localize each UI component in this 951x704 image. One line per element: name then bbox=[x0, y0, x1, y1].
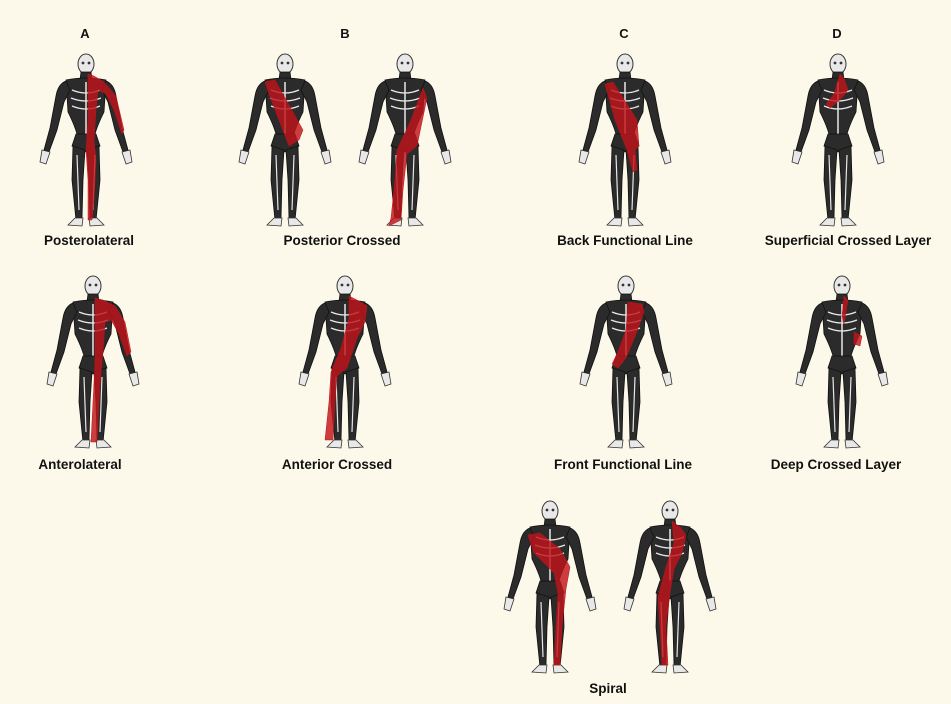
caption-superficial-crossed-layer: Superficial Crossed Layer bbox=[728, 233, 951, 248]
figure-superficial-crossed bbox=[778, 50, 898, 235]
caption-back-functional-line: Back Functional Line bbox=[505, 233, 745, 248]
figure-spiral-2-svg bbox=[610, 497, 730, 682]
figure-back-functional-svg bbox=[565, 50, 685, 235]
figure-posterior-crossed-2-svg bbox=[345, 50, 465, 235]
caption-spiral: Spiral bbox=[488, 681, 728, 696]
column-label-d: D bbox=[822, 26, 852, 41]
caption-posterolateral: Posterolateral bbox=[0, 233, 209, 248]
figure-posterior-crossed-1 bbox=[225, 50, 345, 235]
figure-spiral-2 bbox=[610, 497, 730, 682]
figure-anterior-crossed bbox=[285, 272, 405, 457]
figure-front-functional bbox=[566, 272, 686, 457]
caption-deep-crossed-layer: Deep Crossed Layer bbox=[716, 457, 951, 472]
caption-anterior-crossed: Anterior Crossed bbox=[217, 457, 457, 472]
figure-posterolateral-svg bbox=[26, 50, 146, 235]
figure-deep-crossed bbox=[782, 272, 902, 457]
figure-anterior-crossed-svg bbox=[285, 272, 405, 457]
column-label-b: B bbox=[330, 26, 360, 41]
figure-superficial-crossed-svg bbox=[778, 50, 898, 235]
caption-posterior-crossed: Posterior Crossed bbox=[222, 233, 462, 248]
figure-spiral-1 bbox=[490, 497, 610, 682]
caption-front-functional-line: Front Functional Line bbox=[503, 457, 743, 472]
figure-front-functional-svg bbox=[566, 272, 686, 457]
figure-posterior-crossed-1-svg bbox=[225, 50, 345, 235]
column-label-c: C bbox=[609, 26, 639, 41]
figure-back-functional bbox=[565, 50, 685, 235]
figure-posterolateral bbox=[26, 50, 146, 235]
caption-anterolateral: Anterolateral bbox=[0, 457, 200, 472]
figure-deep-crossed-svg bbox=[782, 272, 902, 457]
figure-spiral-1-svg bbox=[490, 497, 610, 682]
figure-anterolateral-svg bbox=[33, 272, 153, 457]
figure-anterolateral bbox=[33, 272, 153, 457]
column-label-a: A bbox=[70, 26, 100, 41]
figure-posterior-crossed-2 bbox=[345, 50, 465, 235]
